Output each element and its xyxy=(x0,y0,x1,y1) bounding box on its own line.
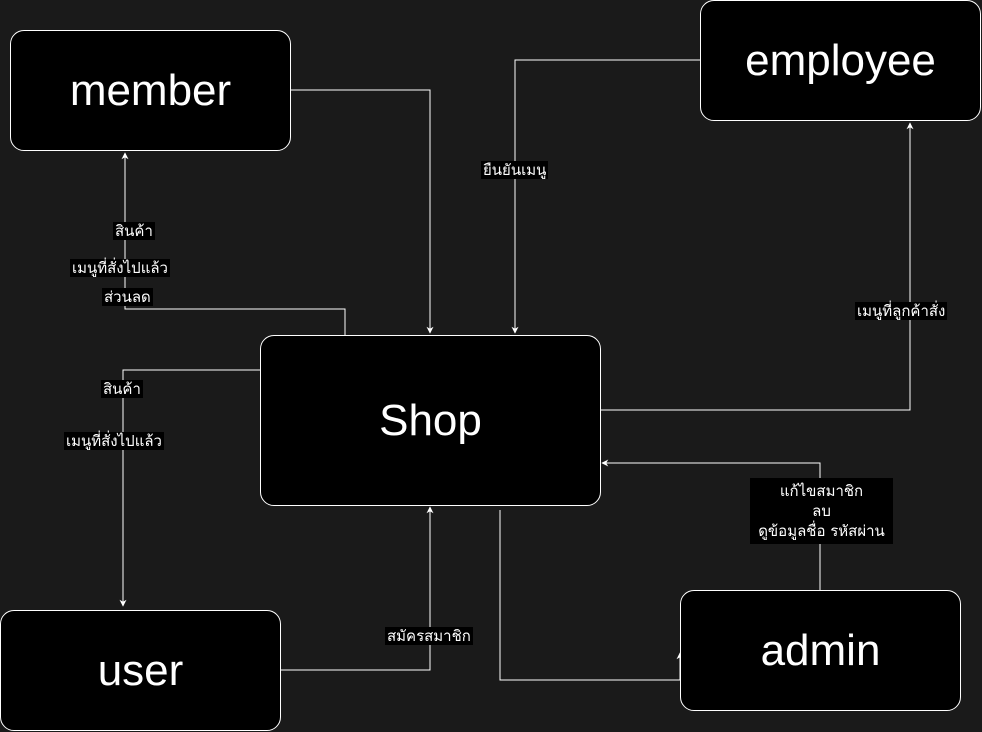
edge-member-to-shop xyxy=(290,89,434,334)
edge-label-user-products: สินค้า xyxy=(101,380,143,398)
edge-label-member-ordered-menu: เมนูที่สั่งไปแล้ว xyxy=(70,259,170,277)
edge-shop-to-user xyxy=(119,369,260,607)
node-user: user xyxy=(0,610,281,731)
admin-action-delete: ลบ xyxy=(812,502,831,520)
edge-label-register: สมัครสมาชิก xyxy=(385,627,473,645)
edge-shop-to-admin xyxy=(499,510,684,681)
edge-admin-to-shop xyxy=(601,459,821,590)
edge-label-member-discount: ส่วนลด xyxy=(102,288,153,306)
node-shop: Shop xyxy=(260,335,601,506)
node-shop-label: Shop xyxy=(379,395,482,445)
node-admin: admin xyxy=(680,590,961,711)
edge-label-member-products: สินค้า xyxy=(113,222,155,240)
edge-label-customer-orders: เมนูที่ลูกค้าสั่ง xyxy=(855,302,948,320)
edge-label-confirm-menu: ยืนยันเมนู xyxy=(481,161,549,179)
edge-shop-to-member xyxy=(121,152,346,335)
edge-shop-to-employee xyxy=(600,122,914,411)
edge-employee-to-shop xyxy=(511,59,700,334)
edge-user-to-shop xyxy=(280,506,434,671)
node-member: member xyxy=(10,30,291,151)
edge-label-user-ordered-menu: เมนูที่สั่งไปแล้ว xyxy=(64,432,164,450)
edge-label-admin-actions: แก้ไขสมาชิก ลบ ดูข้อมูลชื่อ รหัสผ่าน xyxy=(750,478,893,544)
node-employee: employee xyxy=(700,0,981,121)
node-employee-label: employee xyxy=(745,35,936,85)
admin-action-view-credentials: ดูข้อมูลชื่อ รหัสผ่าน xyxy=(758,522,885,540)
node-member-label: member xyxy=(69,65,232,115)
node-admin-label: admin xyxy=(760,625,881,675)
admin-action-edit-member: แก้ไขสมาชิก xyxy=(779,482,864,500)
node-user-label: user xyxy=(97,645,184,695)
